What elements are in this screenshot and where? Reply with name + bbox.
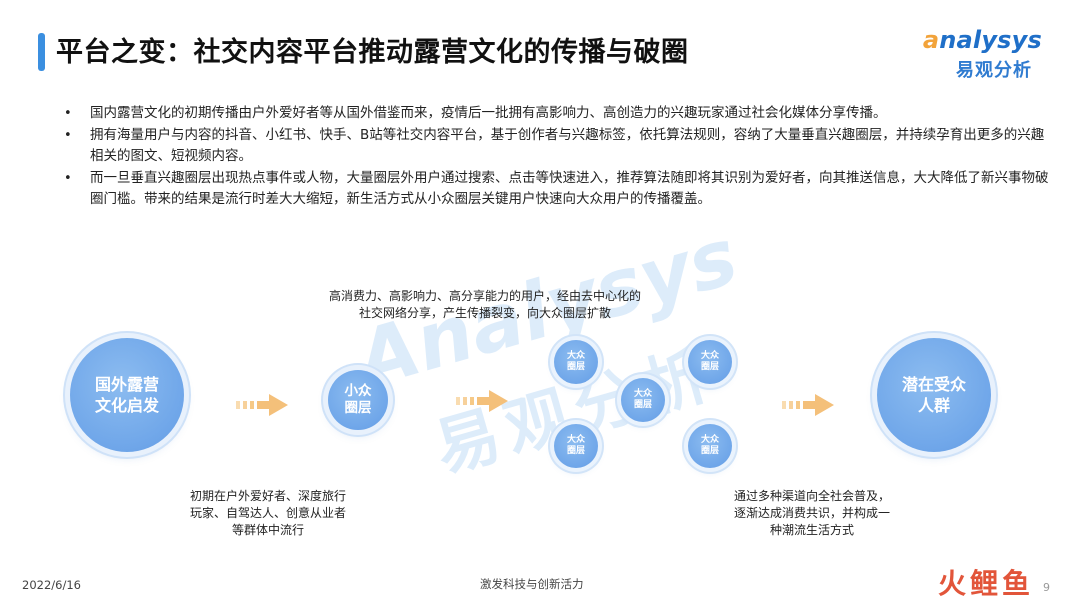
bullet-dot: • (64, 128, 72, 143)
footer-date: 2022/6/16 (22, 578, 81, 592)
bullet-item: • 拥有海量用户与内容的抖音、小红书、快手、B站等社交内容平台，基于创作者与兴趣… (60, 125, 1050, 167)
bullet-dot: • (64, 106, 72, 121)
node-niche-line: 小众 (344, 383, 372, 399)
caption-left-line: 初期在户外爱好者、深度旅行 (189, 489, 346, 503)
brand-watermark: 火鲤鱼 (937, 567, 1034, 600)
node-mass: 大众圈层 (621, 378, 665, 422)
bullet-list: • 国内露营文化的初期传播由户外爱好者等从国外借鉴而来，疫情后一批拥有高影响力、… (60, 103, 1050, 211)
flow-arrow-icon (782, 394, 834, 416)
node-mass-line: 圈层 (700, 446, 719, 456)
node-mass: 大众圈层 (688, 424, 732, 468)
node-mass-line: 大众 (700, 435, 719, 445)
node-origin-line: 国外露营 (94, 375, 159, 394)
node-target: 潜在受众 人群 (877, 338, 991, 452)
caption-left-line: 等群体中流行 (231, 523, 304, 537)
flow-arrow-icon (236, 394, 288, 416)
logo-english-text: nalysys (939, 26, 1042, 54)
caption-left: 初期在户外爱好者、深度旅行 玩家、自驾达人、创意从业者 等群体中流行 (168, 488, 368, 539)
logo-prefix: a (922, 26, 940, 54)
node-mass-line: 大众 (700, 351, 719, 361)
bullet-text: 而一旦垂直兴趣圈层出现热点事件或人物，大量圈层外用户通过搜索、点击等快速进入，推… (90, 170, 1049, 207)
node-mass-line: 圈层 (700, 362, 719, 372)
caption-right-line: 逐渐达成消费共识，并构成一 (733, 506, 890, 520)
bullet-dot: • (64, 171, 72, 186)
logo-english: analysys (923, 26, 1042, 54)
bullet-item: • 而一旦垂直兴趣圈层出现热点事件或人物，大量圈层外用户通过搜索、点击等快速进入… (60, 168, 1050, 210)
caption-right-line: 通过多种渠道向全社会普及， (733, 489, 890, 503)
bullet-text: 拥有海量用户与内容的抖音、小红书、快手、B站等社交内容平台，基于创作者与兴趣标签… (90, 127, 1045, 164)
node-mass: 大众圈层 (688, 340, 732, 384)
node-origin-line: 文化启发 (94, 396, 159, 415)
node-mass: 大众圈层 (554, 340, 598, 384)
bullet-item: • 国内露营文化的初期传播由户外爱好者等从国外借鉴而来，疫情后一批拥有高影响力、… (60, 103, 1050, 124)
footer-slogan: 激发科技与创新活力 (480, 577, 584, 591)
flow-arrow-icon (456, 390, 508, 412)
node-origin: 国外露营 文化启发 (70, 338, 184, 452)
node-target-line: 潜在受众 (901, 375, 966, 394)
analysys-logo: analysys 易观分析 (922, 26, 1042, 82)
caption-right-line: 种潮流生活方式 (769, 523, 854, 537)
node-niche: 小众 圈层 (328, 370, 388, 430)
node-mass-line: 圈层 (566, 362, 585, 372)
node-niche-line: 圈层 (344, 400, 372, 416)
page-number: 9 (1043, 581, 1050, 594)
node-mass-line: 大众 (633, 389, 652, 399)
node-target-line: 人群 (917, 396, 950, 415)
logo-chinese: 易观分析 (956, 60, 1032, 81)
page-title: 平台之变：社交内容平台推动露营文化的传播与破圈 (56, 37, 689, 68)
caption-top-line: 高消费力、高影响力、高分享能力的用户，经由去中心化的 (328, 289, 641, 303)
caption-right: 通过多种渠道向全社会普及， 逐渐达成消费共识，并构成一 种潮流生活方式 (714, 488, 910, 539)
bullet-text: 国内露营文化的初期传播由户外爱好者等从国外借鉴而来，疫情后一批拥有高影响力、高创… (90, 105, 887, 121)
caption-left-line: 玩家、自驾达人、创意从业者 (189, 506, 346, 520)
node-mass-line: 大众 (566, 351, 585, 361)
node-mass-line: 大众 (566, 435, 585, 445)
title-accent-bar (38, 33, 45, 71)
caption-top: 高消费力、高影响力、高分享能力的用户，经由去中心化的 社交网络分享，产生传播裂变… (300, 288, 670, 322)
node-mass: 大众圈层 (554, 424, 598, 468)
caption-top-line: 社交网络分享，产生传播裂变，向大众圈层扩散 (358, 306, 611, 320)
node-mass-line: 圈层 (633, 400, 652, 410)
node-mass-line: 圈层 (566, 446, 585, 456)
